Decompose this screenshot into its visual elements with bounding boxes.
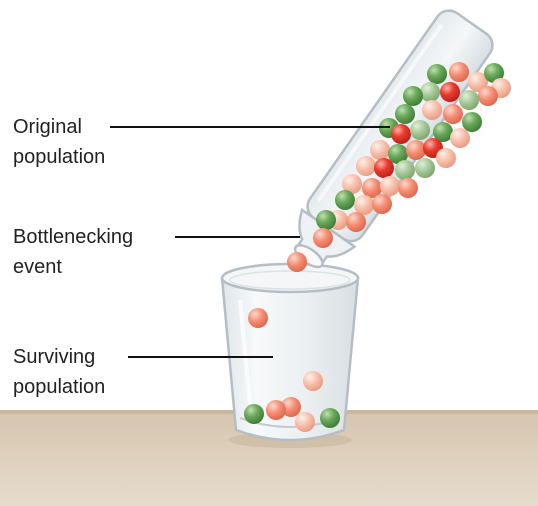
bead [462,112,482,132]
bead [422,100,442,120]
label-bottleneck-line1: Bottlenecking [13,222,133,252]
bead [248,308,268,328]
label-surviving-line1: Surviving [13,342,105,372]
bead [403,86,423,106]
bead [406,140,426,160]
bead-falling [287,252,307,272]
bead [443,104,463,124]
bead [372,194,392,214]
bead [420,82,440,102]
bead [440,82,460,102]
bead [459,90,479,110]
bead [398,178,418,198]
label-original-line2: population [13,142,105,172]
bead [374,158,394,178]
label-surviving-population: Surviving population [13,342,105,402]
bead [356,156,376,176]
bead [427,64,447,84]
bead [316,210,336,230]
bead [395,104,415,124]
bead [436,148,456,168]
bead [450,128,470,148]
bead [303,371,323,391]
bead [449,62,469,82]
bead [346,212,366,232]
bead [335,190,355,210]
label-bottleneck-line2: event [13,252,133,282]
bead [320,408,340,428]
bead [415,158,435,178]
bead [266,400,286,420]
bead [380,176,400,196]
bead [410,120,430,140]
bead [354,195,374,215]
label-surviving-line2: population [13,372,105,402]
bead [395,160,415,180]
bead [478,86,498,106]
bead [313,228,333,248]
bead [370,140,390,160]
label-bottlenecking-event: Bottlenecking event [13,222,133,282]
label-original-population: Original population [13,112,105,172]
bead [295,412,315,432]
bead [391,124,411,144]
bead [244,404,264,424]
label-original-line1: Original [13,112,105,142]
